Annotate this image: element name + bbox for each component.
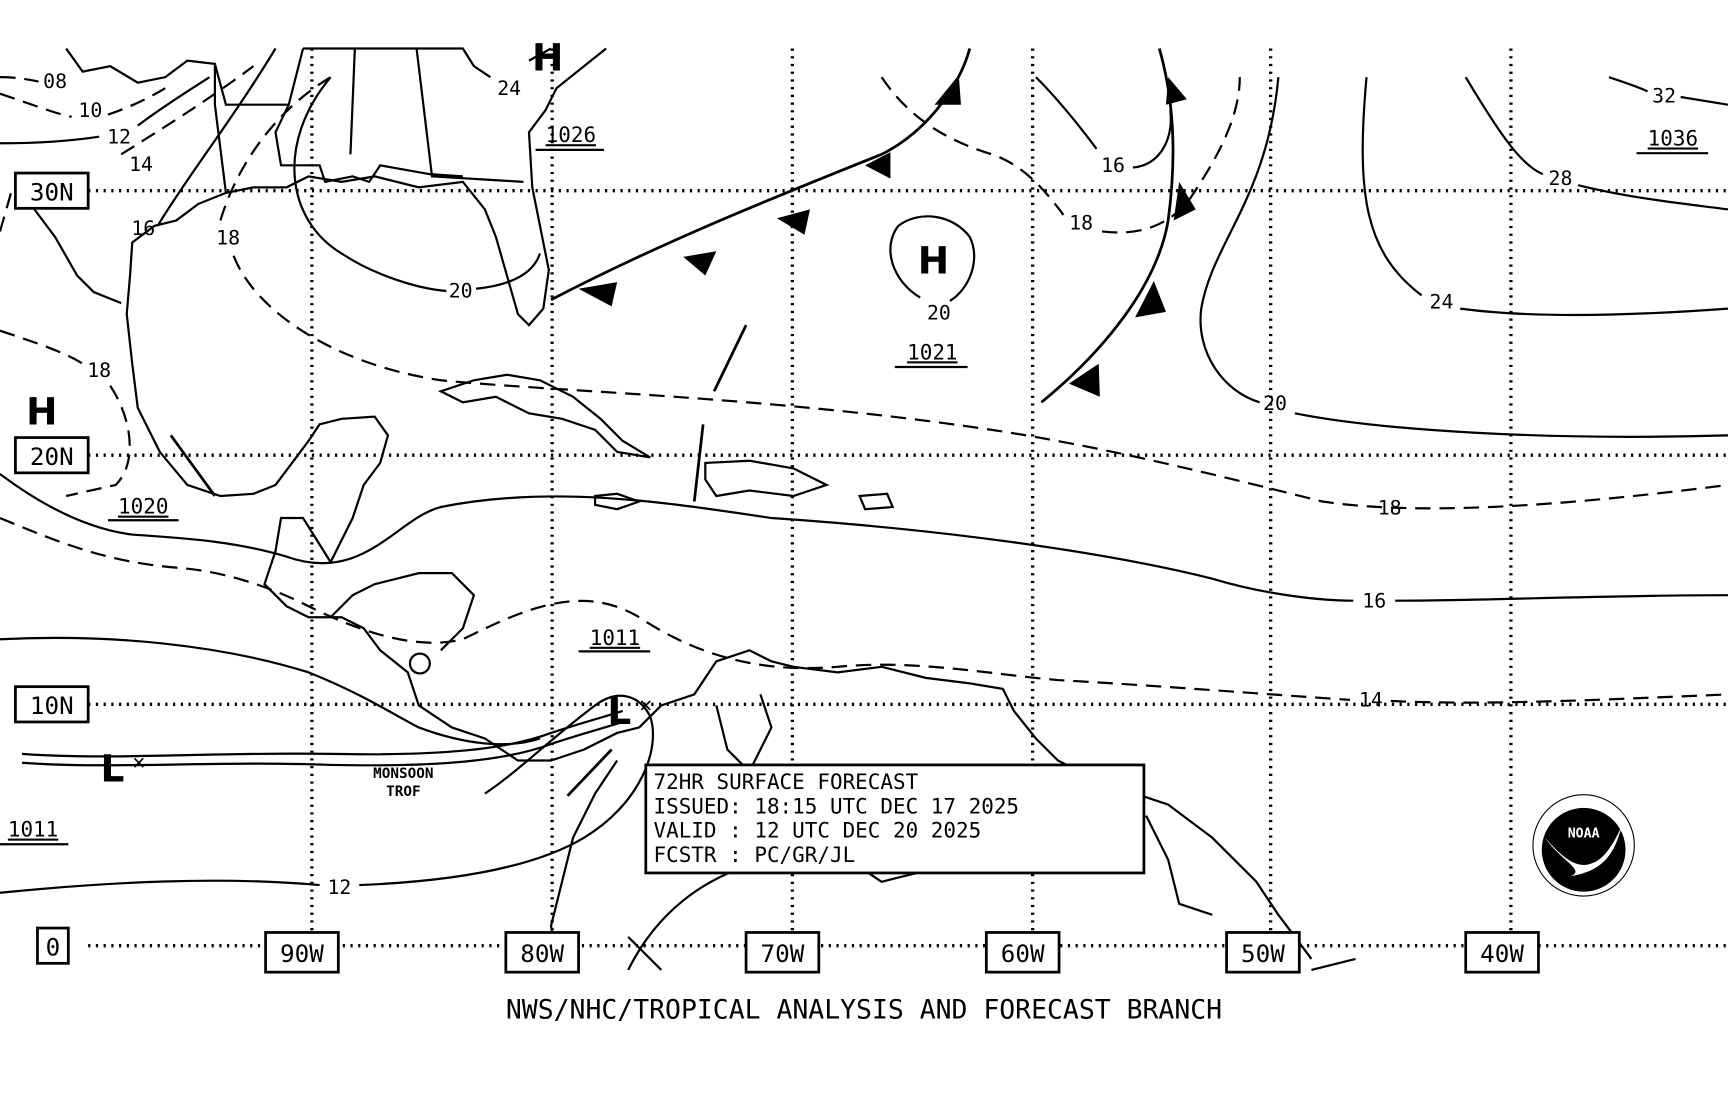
forecast-info-box: 72HR SURFACE FORECAST ISSUED: 18:15 UTC … [644,763,1146,875]
pressure-value: 1026 [546,123,596,147]
isobar-label: 16 [1362,589,1386,612]
lat-label-10n: 10N [30,691,74,720]
isobar-label: 18 [87,359,111,382]
isobar-label: 20 [449,280,473,303]
isobar-label: 14 [129,153,153,176]
isobars [0,47,1728,971]
issued-time: ISSUED: 18:15 UTC DEC 17 2025 [654,794,1020,818]
isobar-label: 08 [43,70,67,93]
front-triangle [1173,181,1196,221]
isobar-label: 28 [1549,167,1573,190]
coastlines [21,47,1356,972]
noaa-logo: NOAA [1532,794,1635,897]
front-triangle [1068,363,1100,397]
pressure-value: 1036 [1648,126,1698,150]
lon-label-70w: 70W [761,939,805,968]
lat-label-30n: 30N [30,178,74,207]
low-center-x-icon [133,757,144,768]
cold-front-east [1040,48,1196,404]
front-triangle [578,282,618,307]
isobar-label: 14 [1359,689,1383,712]
isobar-label: 12 [107,125,131,148]
high-center-symbol: H [26,389,57,433]
pressure-value: 1011 [590,626,640,650]
front-triangle [1165,77,1187,105]
front-triangle [865,152,891,179]
low-center-symbol: L [607,689,631,733]
front-triangle [934,74,961,105]
noaa-logo-text: NOAA [1568,827,1600,842]
front-triangle [1135,281,1166,318]
pressure-value: 1020 [118,495,168,519]
latitude-labels: 30N 20N 10N 0 [14,171,90,965]
isobar-label: 20 [1263,392,1287,415]
lon-label-40w: 40W [1480,939,1524,968]
monsoon-trough: MONSOON TROF [21,709,624,800]
pressure-value: 1021 [907,340,957,364]
isobar-labels: 08 10 12 14 16 18 20 24 18 16 18 20 28 3… [43,70,1676,899]
longitude-labels: 90W 80W 70W 60W 50W 40W [264,931,1540,974]
front-triangle [683,251,717,276]
pressure-centers: H 1026 H 1021 1036 H 1020 L 1011 L 1011 [0,36,1709,846]
pressure-value: 1011 [8,818,58,842]
footer-credit: NWS/NHC/TROPICAL ANALYSIS AND FORECAST B… [506,994,1222,1025]
isobar-label: 10 [78,99,102,122]
low-center-symbol: L [100,746,124,790]
isobar-label: 20 [927,302,951,325]
monsoon-trof-label: MONSOON [373,766,433,782]
monsoon-trof-label-2: TROF [386,784,420,800]
lon-label-50w: 50W [1241,939,1285,968]
cold-front-west [550,48,972,307]
lon-label-80w: 80W [520,939,564,968]
lon-label-60w: 60W [1001,939,1045,968]
lat-label-20n: 20N [30,442,74,471]
lat-label-0: 0 [46,933,61,962]
isobar-label: 18 [1378,497,1402,520]
isobar-label: 18 [216,227,240,250]
isobar-label: 24 [497,77,521,100]
low-center-x-icon [640,700,651,711]
lat-lon-grid [88,48,1728,948]
troughs [169,324,748,797]
high-center-symbol: H [918,238,949,282]
isobar-label: 24 [1430,291,1454,314]
forecast-title: 72HR SURFACE FORECAST [654,770,919,794]
isobar-label: 16 [1101,154,1125,177]
isobar-label: 16 [131,217,155,240]
isobar-label: 12 [327,876,351,899]
front-triangle [776,209,810,235]
high-center-symbol: H [532,36,563,80]
lon-label-90w: 90W [280,939,324,968]
valid-time: VALID : 12 UTC DEC 20 2025 [654,819,982,843]
isobar-label: 18 [1069,211,1093,234]
isobar-label: 32 [1652,85,1676,108]
forecasters: FCSTR : PC/GR/JL [654,843,856,867]
